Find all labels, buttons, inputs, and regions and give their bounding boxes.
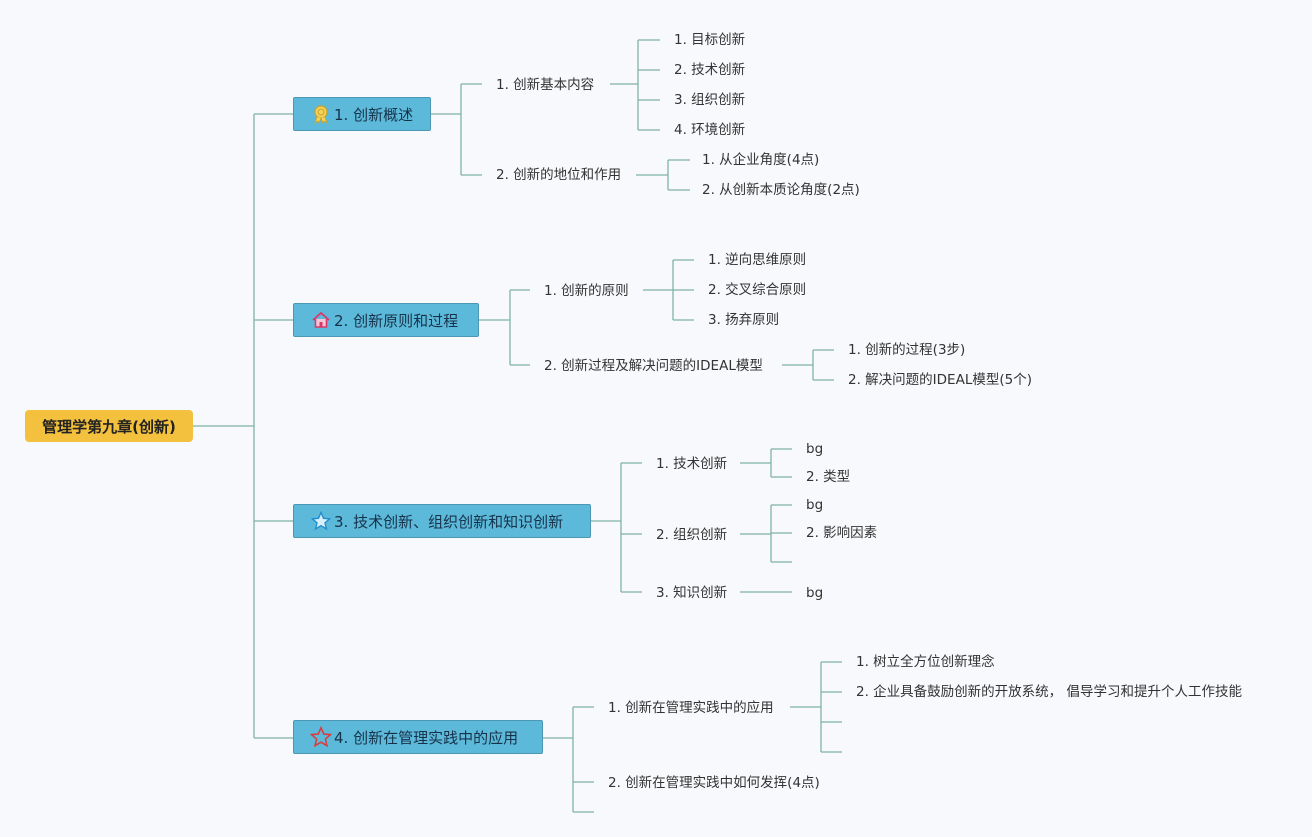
leaf-topic[interactable]: 2. 从创新本质论角度(2点) <box>702 182 860 198</box>
leaf-topic[interactable]: 2. 解决问题的IDEAL模型(5个) <box>848 372 1032 388</box>
main-topic-1-label: 1. 创新概述 <box>334 105 414 124</box>
subtopic[interactable]: 1. 创新的原则 <box>544 283 629 299</box>
house-icon <box>310 309 332 331</box>
leaf-topic[interactable]: 1. 逆向思维原则 <box>708 252 807 268</box>
main-topic-3-label: 3. 技术创新、组织创新和知识创新 <box>334 512 564 531</box>
star-outline-icon <box>310 510 332 532</box>
subtopic[interactable]: 1. 创新基本内容 <box>496 77 595 93</box>
leaf-topic[interactable]: 3. 组织创新 <box>674 92 746 108</box>
leaf-topic[interactable]: bg <box>806 497 824 513</box>
leaf-topic[interactable]: 4. 环境创新 <box>674 122 746 138</box>
root-topic[interactable]: 管理学第九章(创新) <box>25 410 193 442</box>
main-topic-2[interactable]: 2. 创新原则和过程 <box>293 303 479 337</box>
main-topic-4[interactable]: 4. 创新在管理实践中的应用 <box>293 720 543 754</box>
ribbon-medal-icon <box>310 103 332 125</box>
leaf-topic[interactable]: 1. 目标创新 <box>674 32 746 48</box>
subtopic[interactable]: 1. 创新在管理实践中的应用 <box>608 700 774 716</box>
leaf-topic[interactable]: 2. 企业具备鼓励创新的开放系统， 倡导学习和提升个人工作技能 <box>856 684 1242 700</box>
leaf-topic[interactable]: 1. 创新的过程(3步) <box>848 342 966 358</box>
main-topic-2-label: 2. 创新原则和过程 <box>334 311 459 330</box>
subtopic[interactable]: 3. 知识创新 <box>656 585 728 601</box>
subtopic[interactable]: 1. 技术创新 <box>656 456 728 472</box>
leaf-topic[interactable]: 2. 类型 <box>806 469 851 485</box>
leaf-topic[interactable]: bg <box>806 441 824 457</box>
main-topic-4-label: 4. 创新在管理实践中的应用 <box>334 728 519 747</box>
star-outline-icon <box>310 725 332 748</box>
subtopic[interactable]: 2. 创新在管理实践中如何发挥(4点) <box>608 775 820 791</box>
leaf-topic[interactable]: bg <box>806 585 824 601</box>
leaf-topic[interactable]: 2. 影响因素 <box>806 525 878 541</box>
subtopic[interactable]: 2. 创新过程及解决问题的IDEAL模型 <box>544 358 763 374</box>
subtopic[interactable]: 2. 组织创新 <box>656 527 728 543</box>
main-topic-1[interactable]: 1. 创新概述 <box>293 97 431 131</box>
leaf-topic[interactable]: 2. 交叉综合原则 <box>708 282 807 298</box>
leaf-topic[interactable]: 2. 技术创新 <box>674 62 746 78</box>
subtopic[interactable]: 2. 创新的地位和作用 <box>496 167 622 183</box>
leaf-topic[interactable]: 1. 树立全方位创新理念 <box>856 654 995 670</box>
leaf-topic[interactable]: 1. 从企业角度(4点) <box>702 152 820 168</box>
leaf-topic[interactable]: 3. 扬弃原则 <box>708 312 780 328</box>
main-topic-3[interactable]: 3. 技术创新、组织创新和知识创新 <box>293 504 591 538</box>
